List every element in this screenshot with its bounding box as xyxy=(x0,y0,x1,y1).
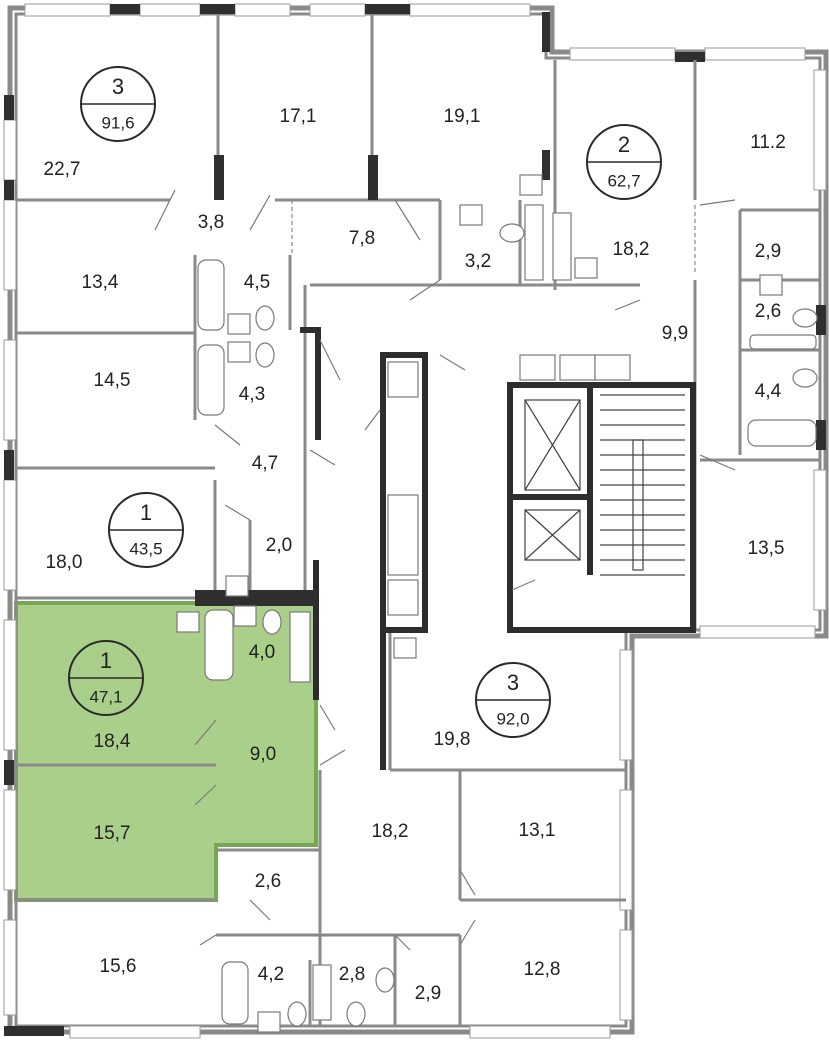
apartment-rooms: 3 xyxy=(112,74,124,99)
apartment-badge-selected[interactable]: 1 47,1 xyxy=(68,640,144,716)
lift-shafts xyxy=(524,399,581,561)
room-area: 19,1 xyxy=(444,106,481,127)
room-area: 13,1 xyxy=(519,820,556,841)
room-area: 18,2 xyxy=(372,821,409,842)
apartment-badge[interactable]: 3 92,0 xyxy=(475,662,551,738)
room-area: 13,4 xyxy=(82,272,119,293)
apartment-badge[interactable]: 2 62,7 xyxy=(586,124,662,200)
doors xyxy=(154,189,736,951)
room-area: 2,0 xyxy=(266,535,292,556)
shaft-icon xyxy=(289,204,631,1021)
room-area: 15,6 xyxy=(100,956,137,977)
room-area: 4,3 xyxy=(239,384,265,405)
apartment-rooms: 3 xyxy=(507,670,519,695)
core-walls xyxy=(195,155,696,770)
apartment-rooms: 1 xyxy=(100,648,112,673)
room-area: 9,0 xyxy=(250,744,276,765)
windows xyxy=(3,3,827,1039)
room-area: 2,9 xyxy=(415,983,441,1004)
room-area: 2,6 xyxy=(255,871,281,892)
room-area: 2,9 xyxy=(755,241,781,262)
room-area: 18,4 xyxy=(94,731,131,752)
room-area: 3,2 xyxy=(465,251,491,272)
room-area: 14,5 xyxy=(94,370,131,391)
apartment-total-area: 92,0 xyxy=(496,709,529,728)
room-area: 4,7 xyxy=(252,453,278,474)
room-area: 12,8 xyxy=(524,959,561,980)
apartment-badge[interactable]: 3 91,6 xyxy=(80,66,156,142)
room-area: 13,5 xyxy=(748,538,785,559)
room-area: 18,2 xyxy=(613,239,650,260)
apartment-total-area: 62,7 xyxy=(607,171,640,190)
toilet-icon xyxy=(255,223,818,1027)
apartment-badge[interactable]: 1 43,5 xyxy=(108,492,184,568)
room-area: 3,8 xyxy=(198,212,224,233)
room-area: 2,6 xyxy=(755,301,781,322)
room-area: 4,2 xyxy=(258,964,284,985)
apartment-rooms: 1 xyxy=(140,500,152,525)
room-area: 7,8 xyxy=(349,228,375,249)
sink-icon xyxy=(176,174,783,1033)
room-area: 9,9 xyxy=(662,323,688,344)
apartment-total-area: 91,6 xyxy=(101,113,134,132)
stairs xyxy=(600,394,685,576)
room-area: 4,5 xyxy=(244,272,270,293)
apartment-total-area: 43,5 xyxy=(129,539,162,558)
apartment-total-area: 47,1 xyxy=(89,687,122,706)
room-area: 11.2 xyxy=(750,132,786,153)
apartment-rooms: 2 xyxy=(618,132,630,157)
room-area: 17,1 xyxy=(280,106,317,127)
room-area-labels: 22,7 17,1 19,1 3,8 13,4 4,5 7,8 3,2 18,2… xyxy=(44,106,786,1004)
dashed-partitions xyxy=(291,200,696,771)
room-area: 4,0 xyxy=(249,642,275,663)
room-area: 2,8 xyxy=(339,964,365,985)
room-area: 22,7 xyxy=(44,159,81,180)
room-area: 18,0 xyxy=(46,552,83,573)
bathtub-icon xyxy=(197,259,817,1025)
room-area: 15,7 xyxy=(94,823,131,844)
room-area: 4,4 xyxy=(755,381,782,402)
room-area: 19,8 xyxy=(434,729,471,750)
wall-piers xyxy=(4,4,826,1036)
